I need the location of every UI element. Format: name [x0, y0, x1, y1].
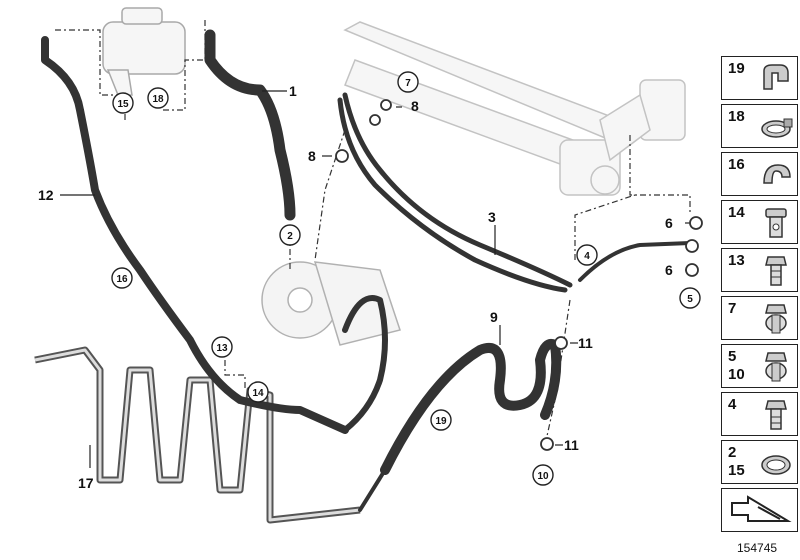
- callout-8b: 8: [308, 148, 316, 164]
- legend-item-16[interactable]: 16: [721, 152, 798, 196]
- diagram-id: 154745: [737, 541, 778, 555]
- ring-7: [369, 114, 381, 126]
- callout-1: 1: [289, 83, 297, 99]
- cooling-coil: [34, 346, 361, 524]
- callout-3: 3: [488, 209, 496, 225]
- legend-number-2: 15: [728, 462, 745, 479]
- legend-item-2-15[interactable]: 2 15: [721, 440, 798, 484]
- legend-number: 16: [728, 156, 745, 173]
- ring-11a: [554, 336, 568, 350]
- hose-3: [342, 92, 573, 288]
- cooler-line: [358, 428, 412, 512]
- callout-11a: 11: [578, 335, 593, 351]
- steering-rack: [343, 21, 686, 196]
- ring-6b: [685, 239, 699, 253]
- callout-6a: 6: [665, 215, 673, 231]
- ring-6c: [685, 263, 699, 277]
- legend-number: 19: [728, 60, 745, 77]
- circle-callouts: [111, 71, 701, 486]
- legend-number: 4: [728, 396, 737, 413]
- callout-8a: 8: [411, 98, 419, 114]
- callout-7: 7: [405, 78, 411, 89]
- callout-11b: 11: [564, 437, 579, 453]
- banjo-bolt-icon: [765, 208, 787, 238]
- callout-14: 14: [252, 388, 264, 399]
- callout-15: 15: [117, 99, 129, 110]
- hose-3b: [337, 97, 568, 293]
- hose-1: [204, 29, 296, 221]
- return-line: [578, 241, 692, 282]
- legend-number-2: 10: [728, 366, 745, 383]
- callout-10: 10: [537, 471, 549, 482]
- callout-17: 17: [78, 475, 94, 491]
- legend-item-18[interactable]: 18: [721, 104, 798, 148]
- callout-5: 5: [687, 294, 693, 305]
- bolt-icon: [765, 256, 787, 286]
- legend-number: 7: [728, 300, 737, 317]
- callout-12: 12: [38, 187, 54, 203]
- legend-item-19[interactable]: 19: [721, 56, 798, 100]
- legend-number: 13: [728, 252, 745, 269]
- legend-number: 14: [728, 204, 745, 221]
- ring-11b: [540, 437, 554, 451]
- fluid-reservoir: [102, 7, 186, 96]
- legend-number: 18: [728, 108, 745, 125]
- legend-item-arrow[interactable]: [721, 488, 798, 532]
- banjo-fitting-icon: [765, 304, 787, 334]
- ring-6a: [689, 216, 703, 230]
- hex-bolt-icon: [765, 400, 787, 430]
- banjo-fitting-icon: [765, 352, 787, 382]
- arrow-icon: [731, 495, 792, 522]
- legend-number: 2: [728, 444, 737, 461]
- legend-item-5-10[interactable]: 5 10: [721, 344, 798, 388]
- callout-13: 13: [216, 343, 228, 354]
- legend-item-14[interactable]: 14: [721, 200, 798, 244]
- callout-6b: 6: [665, 262, 673, 278]
- clip-icon: [763, 164, 791, 184]
- callout-16: 16: [116, 274, 128, 285]
- hose-12: [41, 36, 349, 434]
- hose-clamp-icon: [761, 118, 793, 138]
- spring-clamp-icon: [761, 455, 791, 475]
- legend-item-13[interactable]: 13: [721, 248, 798, 292]
- clip-icon: [763, 64, 789, 90]
- legend-item-4[interactable]: 4: [721, 392, 798, 436]
- legend-item-7[interactable]: 7: [721, 296, 798, 340]
- ring-8b: [335, 149, 349, 163]
- legend-number: 5: [728, 348, 737, 365]
- callout-19: 19: [435, 416, 447, 427]
- hose-pump-line: [342, 295, 388, 433]
- hoses: [41, 29, 692, 512]
- ring-8a: [380, 99, 392, 111]
- hose-9: [380, 339, 562, 475]
- callout-18: 18: [152, 94, 164, 105]
- callout-leaders: [60, 90, 695, 468]
- callout-4: 4: [584, 251, 590, 262]
- callout-2: 2: [287, 231, 293, 242]
- callout-9: 9: [490, 309, 498, 325]
